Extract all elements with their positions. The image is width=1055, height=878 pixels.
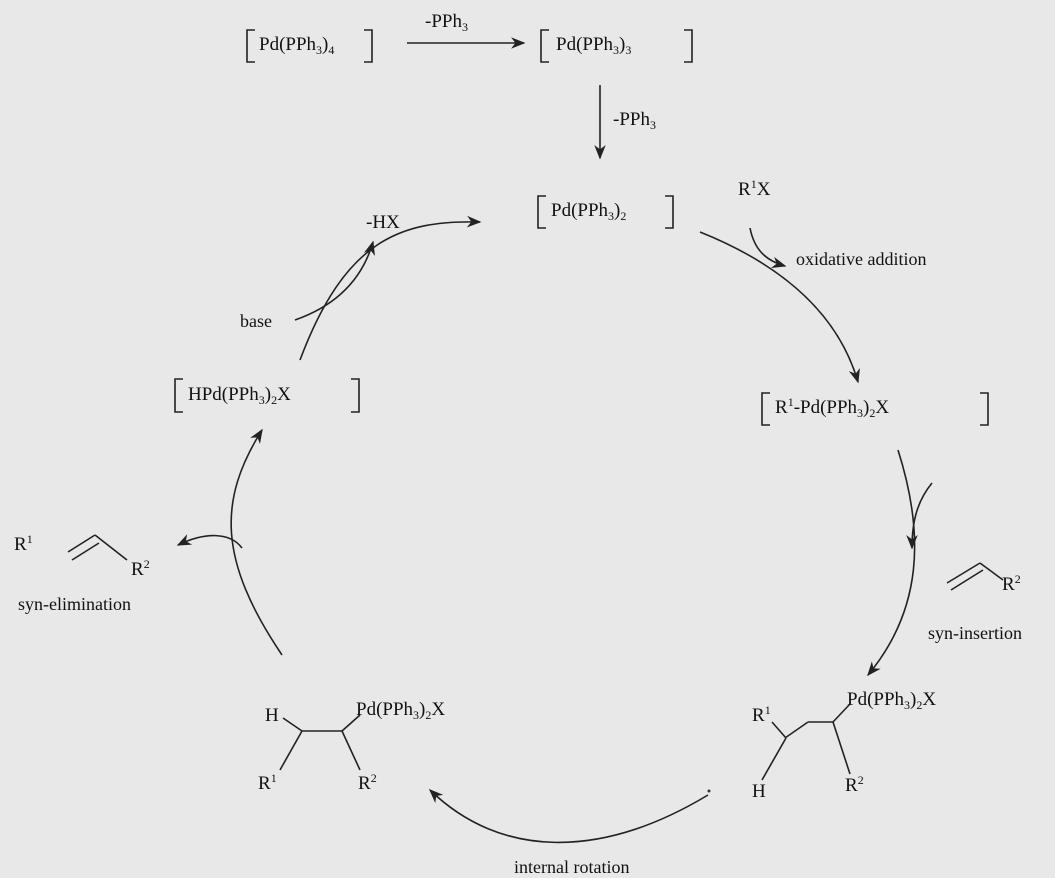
bracket-hpd-right bbox=[351, 378, 360, 413]
complex-r1-pd-pph3-2-x: R1-Pd(PPh3)2X bbox=[775, 395, 890, 420]
right-int-r1: R1 bbox=[752, 703, 771, 726]
label-syn-insertion: syn-insertion bbox=[928, 623, 1022, 643]
arc-regeneration bbox=[299, 215, 482, 361]
bracket-r1pd-left bbox=[761, 392, 770, 426]
bracket-hpd-left bbox=[174, 378, 183, 413]
left-int-pd: Pd(PPh3)2X bbox=[356, 699, 446, 722]
stray-dot bbox=[707, 789, 711, 793]
complex-hpd-pph3-2-x: HPd(PPh3)2X bbox=[188, 384, 291, 407]
alkene-bond-1b bbox=[950, 569, 984, 591]
arrow-base-hx bbox=[294, 240, 375, 321]
bracket-pd3-right bbox=[684, 29, 693, 63]
arc-internal-rotation bbox=[428, 788, 709, 844]
right-int-r2: R2 bbox=[845, 773, 864, 796]
left-int-r1: R1 bbox=[258, 771, 277, 794]
alkene-bond-1 bbox=[946, 562, 981, 584]
label-internal-rotation: internal rotation bbox=[514, 857, 630, 877]
arrow-alkene-in bbox=[906, 482, 933, 550]
bracket-r1pd-right bbox=[980, 392, 989, 426]
complex-pd-pph3-2: Pd(PPh3)2 bbox=[551, 200, 627, 223]
left-int-h: H bbox=[265, 705, 279, 726]
label-oxidative-addition: oxidative addition bbox=[796, 249, 927, 269]
product-r1: R1 bbox=[14, 532, 33, 555]
label-syn-elimination: syn-elimination bbox=[18, 594, 131, 614]
bracket-pd2-left bbox=[537, 195, 546, 229]
bracket-pd2-right bbox=[665, 195, 674, 229]
product-bond-1 bbox=[67, 534, 96, 553]
arc-syn-insertion bbox=[867, 449, 916, 677]
product-bond-1b bbox=[71, 542, 100, 561]
left-int-r2: R2 bbox=[358, 771, 377, 794]
label-minus-hx: -HX bbox=[366, 212, 400, 233]
bracket-pd4-left bbox=[246, 29, 255, 63]
label-base: base bbox=[240, 311, 272, 331]
complex-pd-pph3-4: Pd(PPh3)4 bbox=[259, 34, 335, 57]
arc-syn-elimination bbox=[230, 428, 283, 656]
reagent-minus-pph3-side: -PPh3 bbox=[613, 109, 656, 132]
arc-oxidative-addition bbox=[699, 231, 860, 384]
reagent-minus-pph3-top: -PPh3 bbox=[425, 11, 468, 34]
alkene-bond-2 bbox=[979, 562, 1004, 581]
complex-pd-pph3-3: Pd(PPh3)3 bbox=[556, 34, 632, 57]
right-int-pd: Pd(PPh3)2X bbox=[847, 689, 937, 712]
product-bond-2 bbox=[94, 534, 128, 561]
product-r2: R2 bbox=[131, 557, 150, 580]
right-int-h: H bbox=[752, 781, 766, 802]
alkene-r2-label: R2 bbox=[1002, 572, 1021, 595]
reagent-r1x: R1X bbox=[738, 177, 771, 200]
bracket-pd3-left bbox=[540, 29, 549, 63]
arrow-r1x-in bbox=[749, 227, 787, 268]
bracket-pd4-right bbox=[364, 29, 373, 63]
arrow-product-out bbox=[176, 534, 243, 549]
